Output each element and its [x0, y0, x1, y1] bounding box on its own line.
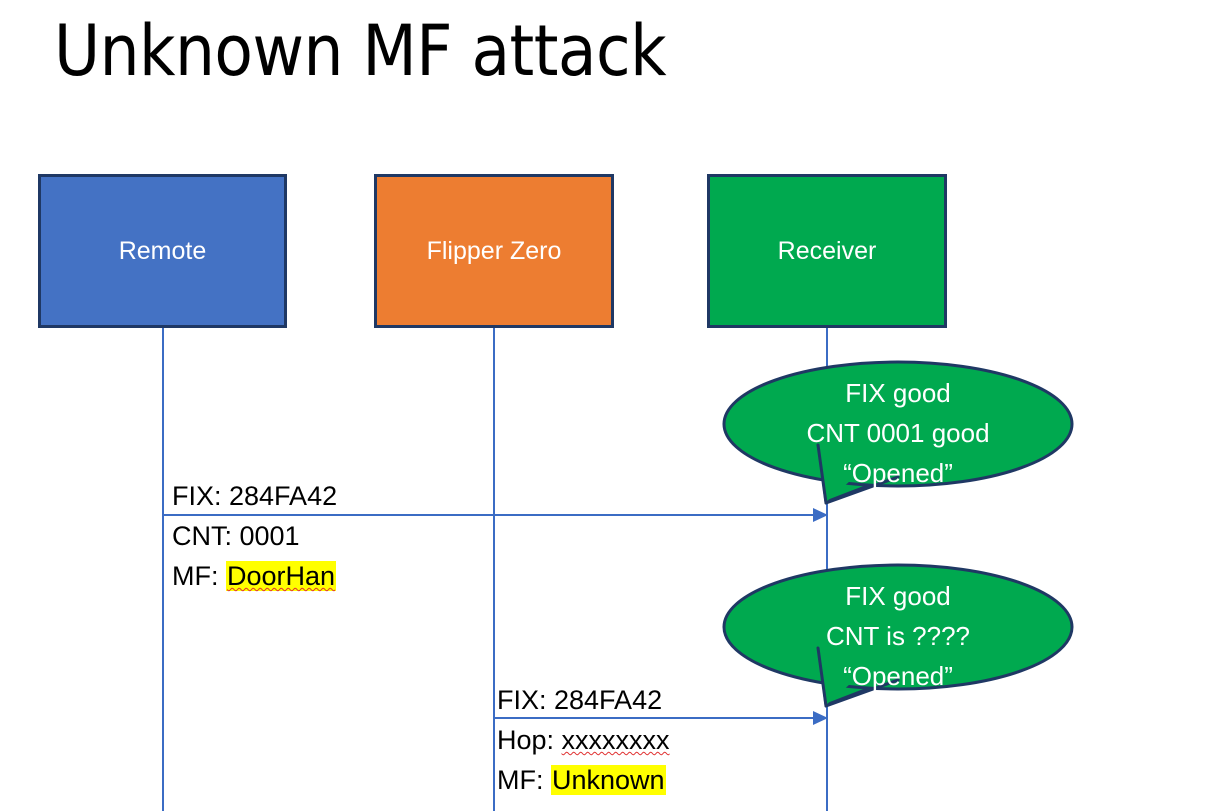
message-2-mf-prefix: MF:	[497, 765, 551, 795]
message-2-mf-value: Unknown	[551, 765, 666, 795]
actor-box-receiver[interactable]: Receiver	[707, 174, 947, 328]
actor-label-flipper-zero: Flipper Zero	[426, 236, 562, 265]
message-1-mf-prefix: MF:	[172, 561, 226, 591]
speech-bubble-shape-1	[722, 360, 1074, 505]
lifeline-remote	[162, 328, 164, 811]
message-2-hop-line: Hop: xxxxxxxx	[497, 720, 670, 760]
page-title: Unknown MF attack	[54, 10, 667, 92]
message-arrow-flipper-to-receiver	[494, 711, 828, 725]
lifeline-flipper-zero	[493, 328, 495, 811]
actor-label-remote: Remote	[118, 236, 207, 265]
message-arrow-remote-to-receiver	[163, 508, 828, 522]
message-1-cnt-line: CNT: 0001	[172, 516, 336, 556]
message-1-mf-line: MF: DoorHan	[172, 556, 337, 596]
speech-bubble-receiver-2[interactable]: FIX good CNT is ???? “Opened”	[722, 563, 1074, 708]
message-2-hop-value: xxxxxxxx	[561, 725, 670, 755]
actor-box-flipper-zero[interactable]: Flipper Zero	[374, 174, 614, 328]
message-1-cnt-text: CNT: 0001	[172, 521, 300, 551]
message-1-mf-value: DoorHan	[226, 561, 337, 591]
message-1-fix-text: FIX: 284FA42	[172, 481, 338, 511]
message-2-lines-hop-mf: Hop: xxxxxxxx MF: Unknown	[497, 720, 670, 800]
message-2-line-fix: FIX: 284FA42	[497, 680, 662, 720]
actor-box-remote[interactable]: Remote	[38, 174, 287, 328]
message-2-hop-prefix: Hop:	[497, 725, 562, 755]
message-2-mf-line: MF: Unknown	[497, 760, 670, 800]
message-1-lines-cnt-mf: CNT: 0001 MF: DoorHan	[172, 516, 337, 596]
speech-bubble-receiver-1[interactable]: FIX good CNT 0001 good “Opened”	[722, 360, 1074, 505]
message-1-line-fix: FIX: 284FA42	[172, 476, 337, 516]
message-2-fix-text: FIX: 284FA42	[497, 685, 663, 715]
speech-bubble-shape-2	[722, 563, 1074, 708]
actor-label-receiver: Receiver	[777, 236, 877, 265]
